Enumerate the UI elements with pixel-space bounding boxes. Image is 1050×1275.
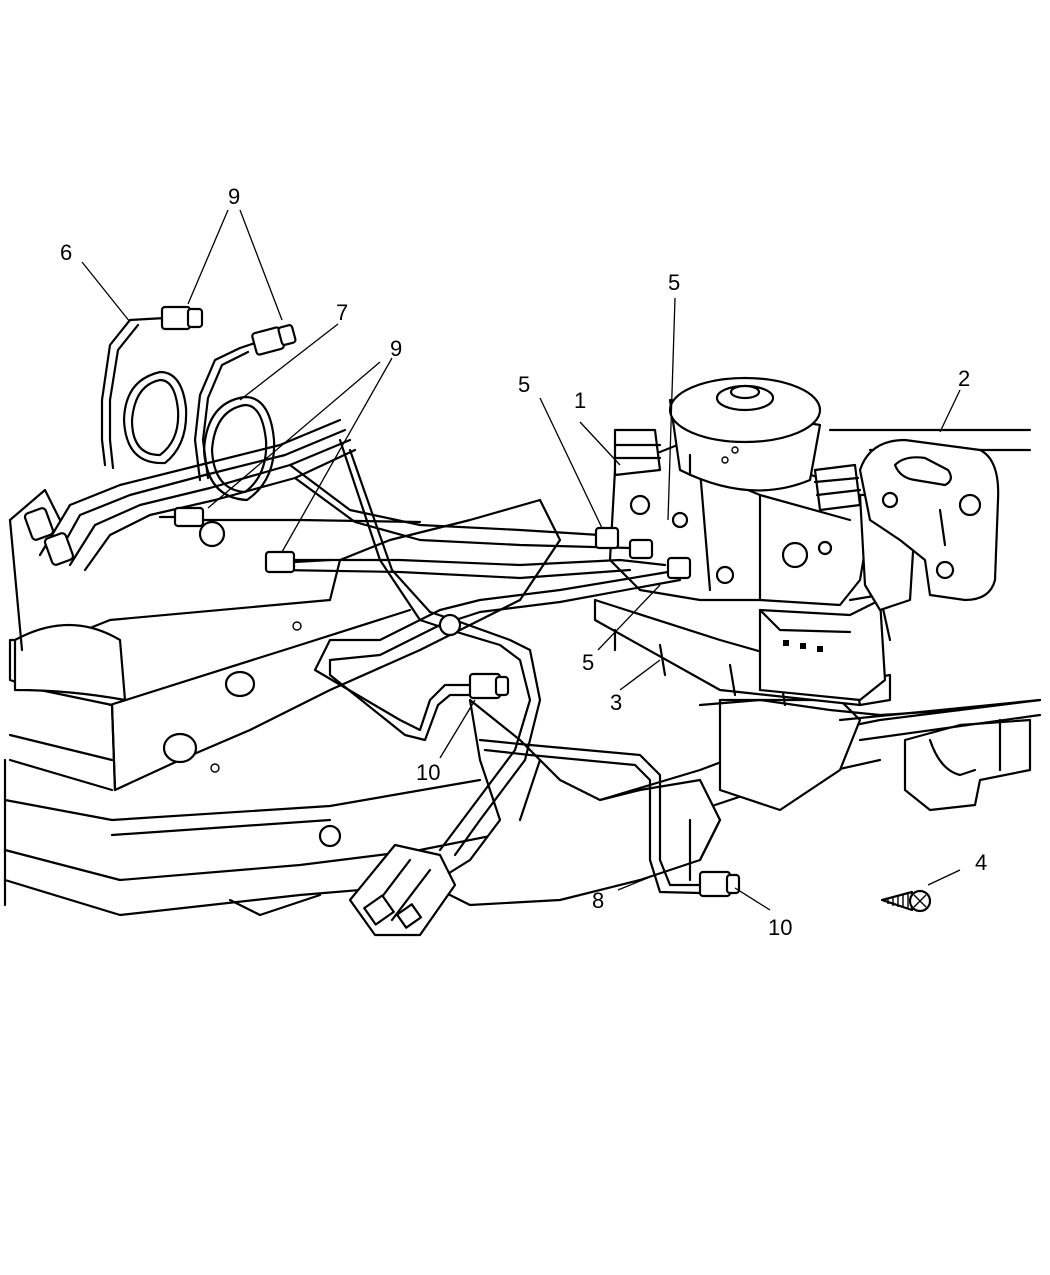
callout-6: 6 [60, 240, 72, 265]
callout-5-bottom: 5 [582, 650, 594, 675]
tube-nut-fitting [238, 324, 297, 356]
electrical-connector [348, 843, 457, 937]
callout-2: 2 [958, 366, 970, 391]
callout-3: 3 [610, 690, 622, 715]
screw [880, 889, 932, 913]
callout-9-top: 9 [228, 184, 240, 209]
callout-5-left: 5 [518, 372, 530, 397]
callout-5-top: 5 [668, 270, 680, 295]
callout-1: 1 [574, 388, 586, 413]
callout-4: 4 [975, 850, 987, 875]
tube-nut-fitting [264, 550, 332, 574]
mounting-bracket [858, 438, 1000, 602]
leader-lines [81, 209, 961, 911]
callout-10-left: 10 [416, 760, 440, 785]
callout-7: 7 [336, 300, 348, 325]
callout-9-middle: 9 [390, 336, 402, 361]
tube-nut-fitting [128, 305, 204, 331]
callout-labels: 1 2 3 4 5 5 5 6 7 8 9 9 10 10 [60, 184, 987, 940]
callout-10-right: 10 [768, 915, 792, 940]
callout-8: 8 [592, 888, 604, 913]
